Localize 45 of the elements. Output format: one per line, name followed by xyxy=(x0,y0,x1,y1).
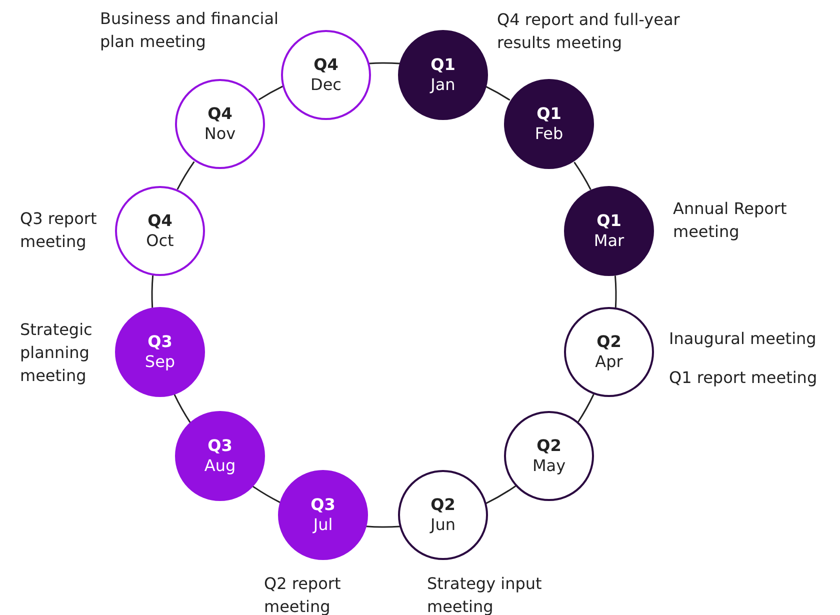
month-label: Sep xyxy=(144,352,176,372)
quarter-label: Q1 xyxy=(536,104,562,124)
month-label: Apr xyxy=(595,352,623,372)
connector-arc xyxy=(578,394,594,422)
connector-arc xyxy=(174,394,191,423)
quarter-label: Q4 xyxy=(148,211,172,231)
connector-arc xyxy=(151,275,154,308)
quarter-label: Q3 xyxy=(148,332,172,352)
quarter-label: Q4 xyxy=(314,55,338,75)
meeting-label: Strategic planning meeting xyxy=(20,319,94,387)
quarter-label: Q3 xyxy=(310,495,336,515)
month-label: Feb xyxy=(534,124,564,144)
connector-arc xyxy=(614,276,617,308)
month-label: Dec xyxy=(310,75,342,95)
month-label: Nov xyxy=(204,124,236,144)
month-label: Jul xyxy=(313,515,333,535)
quarter-label: Q2 xyxy=(596,332,622,352)
connector-arc xyxy=(369,62,400,64)
connector-arc xyxy=(366,526,400,528)
connector-arc xyxy=(258,86,284,100)
connector-arc xyxy=(252,486,280,504)
month-label: Mar xyxy=(594,231,624,251)
meeting-label: Q1 report meeting xyxy=(669,367,818,389)
meeting-label: Q2 report meeting xyxy=(264,573,342,615)
connector-arc xyxy=(176,161,195,190)
quarter-label: Q2 xyxy=(536,436,562,456)
meeting-label: Q3 report meeting xyxy=(20,208,98,253)
quarter-label: Q2 xyxy=(430,495,456,515)
month-label: May xyxy=(532,456,566,476)
connector-arc xyxy=(486,86,510,101)
month-label: Oct xyxy=(146,231,174,251)
month-label: Jan xyxy=(430,75,456,95)
meeting-label: Inaugural meeting xyxy=(669,328,818,350)
quarter-label: Q3 xyxy=(208,436,232,456)
meeting-label: Q4 report and full-year results meeting xyxy=(497,9,681,54)
quarter-label: Q1 xyxy=(596,211,622,231)
connector-arc xyxy=(574,162,592,190)
meeting-label: Strategy input meeting xyxy=(427,573,543,615)
connector-arc xyxy=(486,485,516,504)
month-label: Aug xyxy=(204,456,236,476)
quarter-label: Q1 xyxy=(430,55,456,75)
meeting-label: Annual Report meeting xyxy=(673,198,788,243)
meeting-label: Business and financial plan meeting xyxy=(100,8,280,53)
month-label: Jun xyxy=(430,515,456,535)
quarter-label: Q4 xyxy=(208,104,232,124)
